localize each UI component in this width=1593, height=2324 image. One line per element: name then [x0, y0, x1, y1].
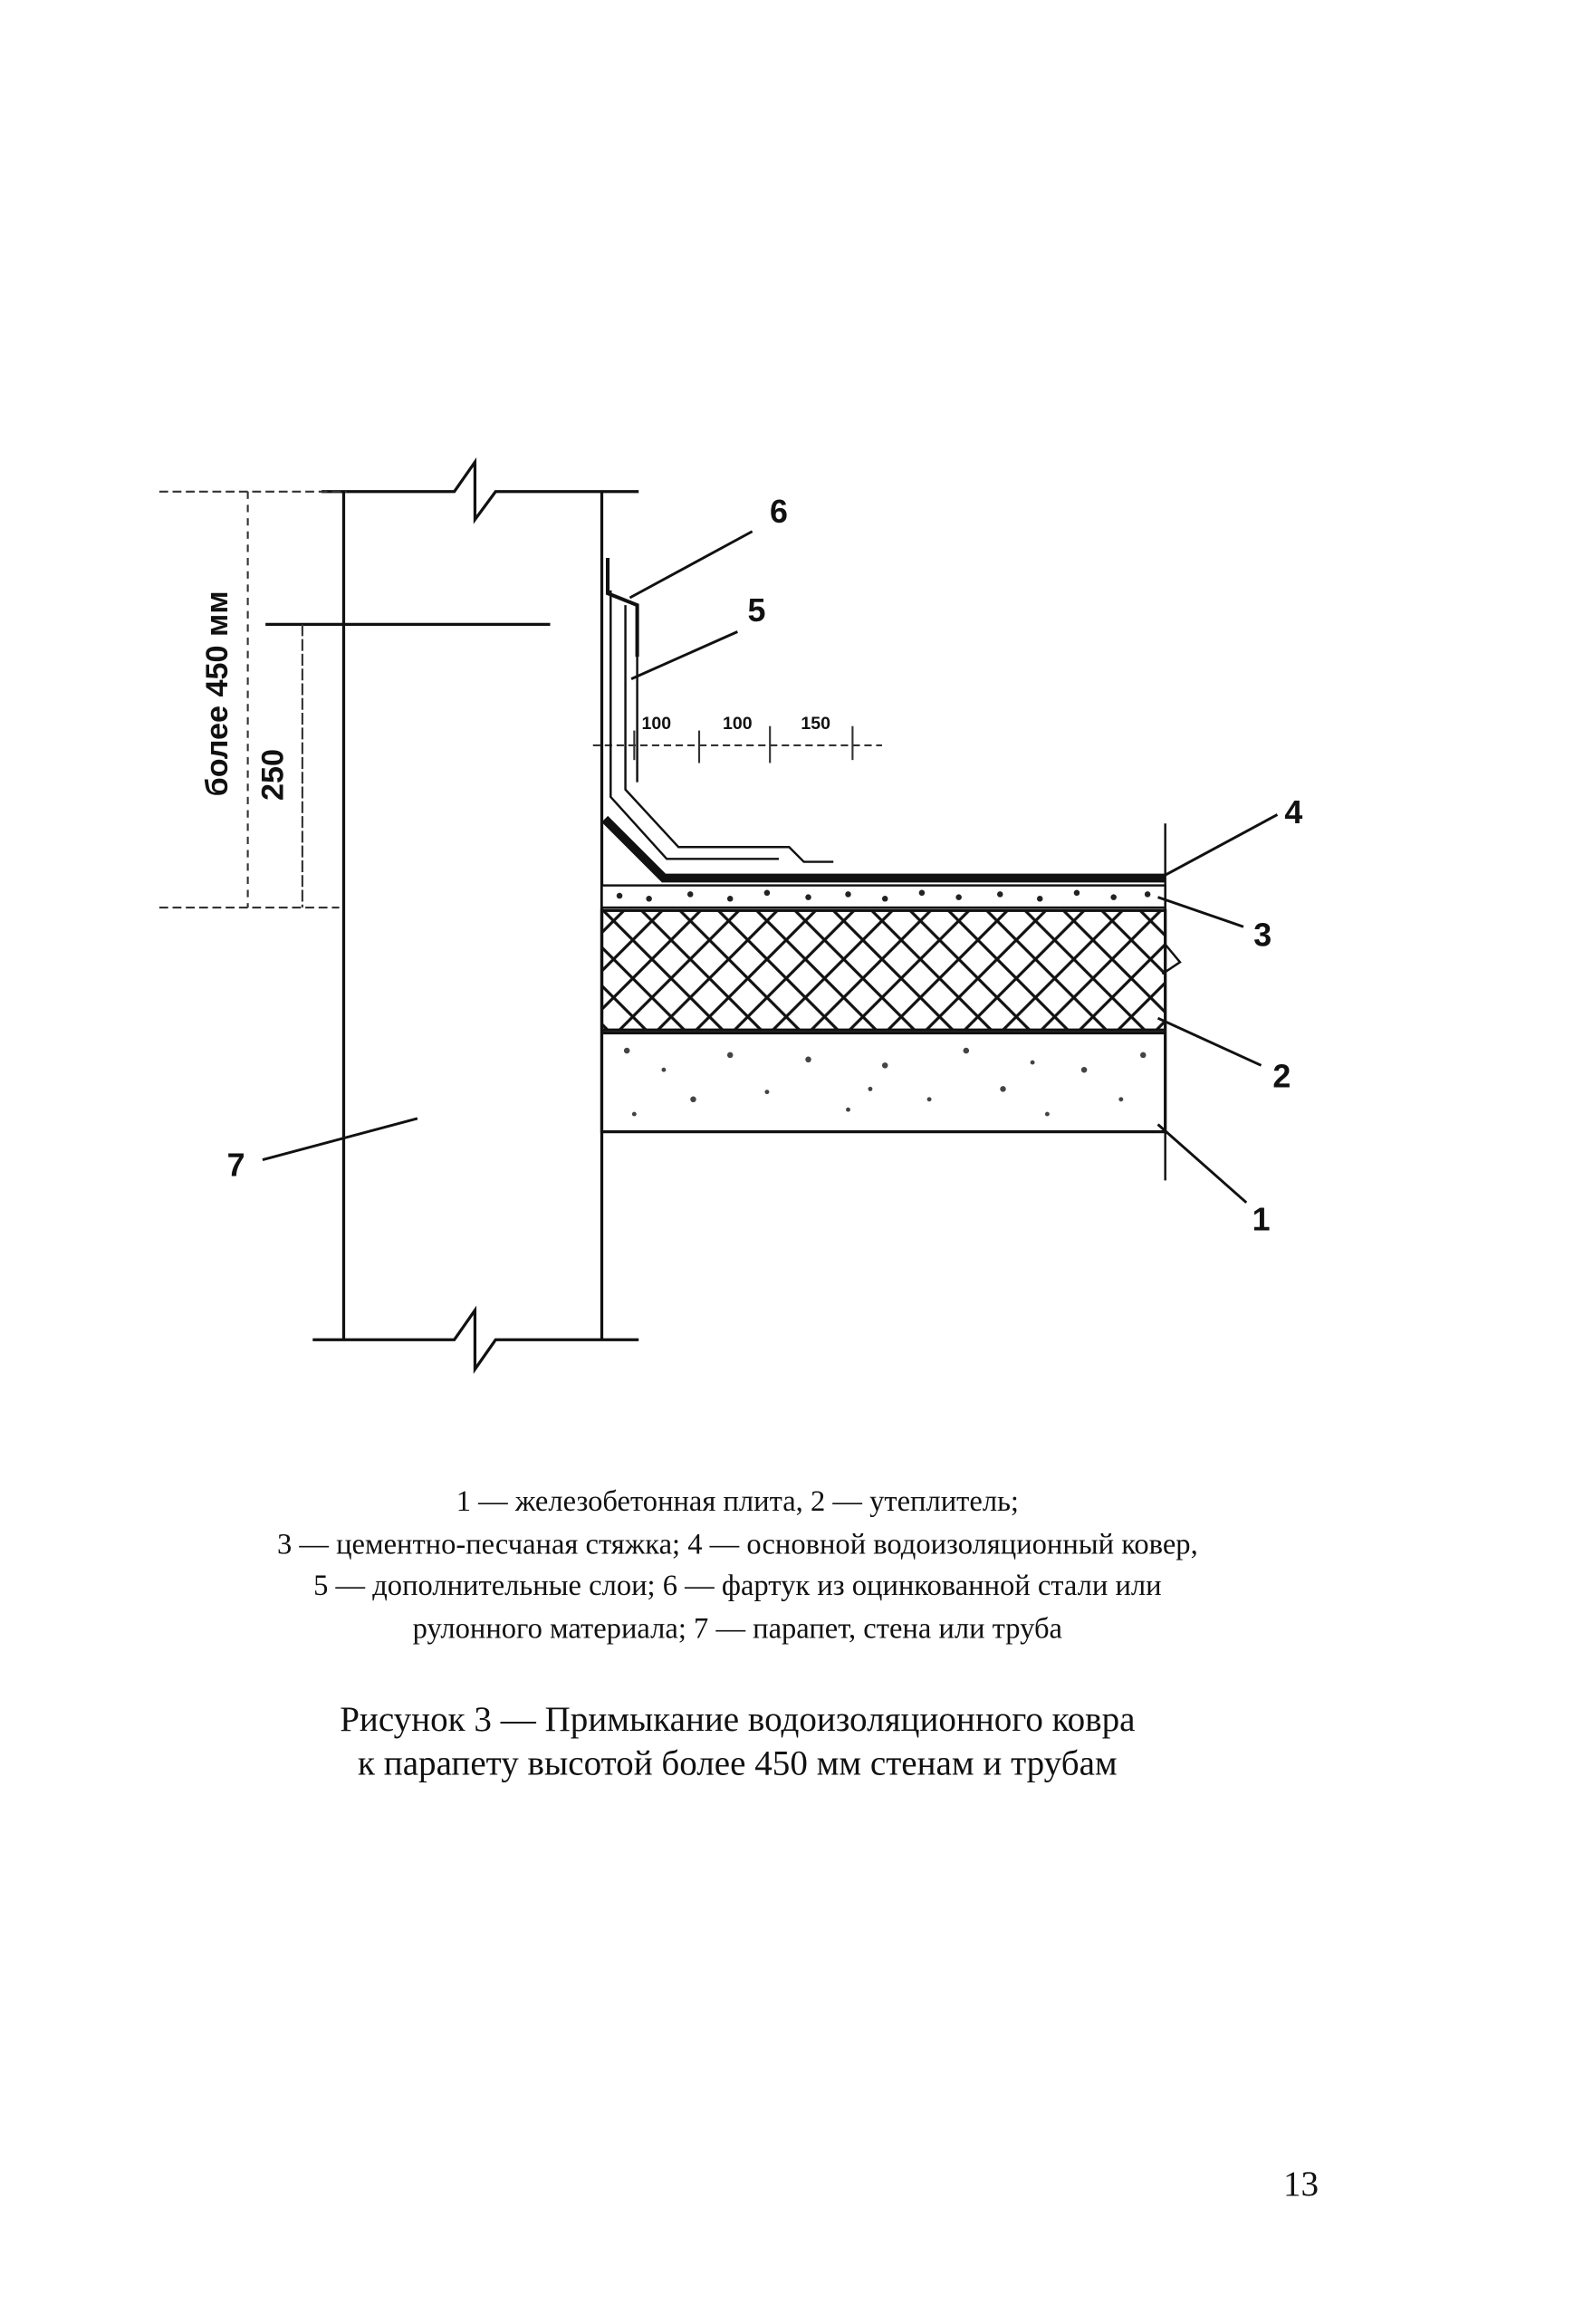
- dimension-step-3: 150: [801, 714, 830, 734]
- callout-2: 2: [1272, 1059, 1291, 1095]
- dimension-step-2: 100: [723, 714, 753, 734]
- dimension-total-height: более 450 мм: [200, 591, 235, 796]
- legend-line: 1 — железобетонная плита, 2 — утеплитель…: [456, 1485, 1019, 1518]
- dimension-lines: [158, 490, 882, 909]
- legend-line: рулонного материала; 7 — парапет, стена …: [413, 1612, 1062, 1645]
- parapet-wall: [312, 457, 639, 1374]
- figure-caption: Рисунок 3 — Примыкание водоизоляционного…: [340, 1700, 1135, 1783]
- legend-line: 5 — дополнительные слои; 6 — фартук из о…: [313, 1570, 1161, 1602]
- callout-3: 3: [1253, 917, 1272, 953]
- caption-line: Рисунок 3 — Примыкание водоизоляционного…: [340, 1700, 1135, 1739]
- callout-6: 6: [770, 494, 788, 530]
- callout-leaders: [262, 530, 1279, 1204]
- main-waterproofing-membrane: [601, 815, 1166, 883]
- screed-aggregate: [616, 889, 1151, 902]
- figure-legend: 1 — железобетонная плита, 2 — утеплитель…: [277, 1485, 1198, 1645]
- concrete-slab: [600, 1031, 1167, 1134]
- callout-5: 5: [748, 592, 766, 629]
- legend-line: 3 — цементно-песчаная стяжка; 4 — основн…: [277, 1528, 1198, 1561]
- insulation-layer: [600, 908, 1167, 1032]
- callout-7: 7: [227, 1147, 245, 1183]
- caption-line: к парапету высотой более 450 мм стенам и…: [358, 1744, 1118, 1783]
- page-number: 13: [1283, 2165, 1319, 2204]
- dimension-250: 250: [256, 749, 291, 801]
- callout-4: 4: [1284, 794, 1302, 831]
- roof-layers: [600, 815, 1182, 1181]
- concrete-aggregate: [623, 1047, 1147, 1117]
- callout-1: 1: [1252, 1202, 1271, 1238]
- apron-flashing: [605, 558, 639, 658]
- dimension-step-1: 100: [641, 714, 671, 734]
